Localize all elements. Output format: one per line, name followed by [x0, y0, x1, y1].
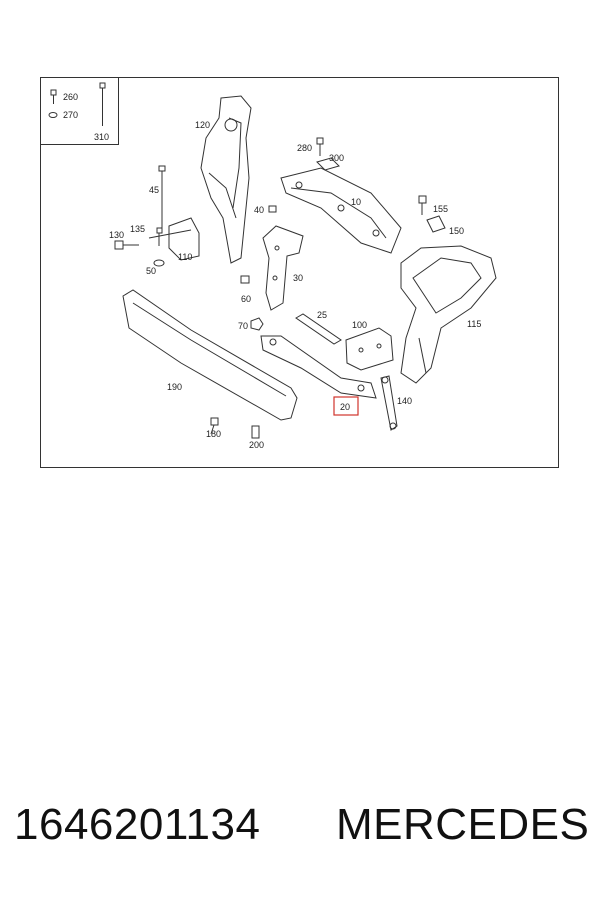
part-120-side-support [200, 95, 252, 264]
callout-200: 200 [249, 440, 264, 450]
part-40-nut [268, 205, 277, 213]
callout-100: 100 [352, 320, 367, 330]
part-70-nut [250, 317, 264, 331]
callout-30: 30 [293, 273, 303, 283]
part-60-spacer [240, 275, 250, 284]
callout-110: 110 [178, 252, 192, 262]
callout-135: 135 [130, 224, 145, 234]
callout-130: 130 [109, 230, 124, 240]
part-25-pin [295, 313, 342, 345]
part-110-mount [148, 217, 200, 261]
callout-155: 155 [433, 204, 448, 214]
long-bolt-310-icon [99, 82, 106, 126]
callout-280: 280 [297, 143, 312, 153]
callout-10: 10 [351, 197, 361, 207]
part-155-bolt [418, 195, 427, 215]
callout-300: 300 [329, 153, 344, 163]
callout-260: 260 [63, 92, 78, 102]
part-115-side-support [400, 245, 497, 384]
part-10-crossmember [280, 167, 402, 254]
callout-310: 310 [94, 132, 109, 142]
callout-115: 115 [467, 319, 481, 329]
part-30-bracket [262, 225, 304, 311]
callout-190: 190 [167, 382, 182, 392]
callout-60: 60 [241, 294, 251, 304]
part-200-sleeve [251, 425, 260, 439]
part-150-clip [426, 215, 446, 233]
callout-40: 40 [254, 205, 264, 215]
callout-25: 25 [317, 310, 327, 320]
callout-20: 20 [340, 402, 350, 412]
part-280-bolt [316, 137, 324, 156]
callout-150: 150 [449, 226, 464, 236]
parts-drawing: 260 270 310 120 280 300 10 45 40 155 150… [48, 82, 497, 450]
bolt-icon [50, 89, 57, 104]
callout-50: 50 [146, 266, 156, 276]
callout-45: 45 [149, 185, 159, 195]
part-45-long-bolt [158, 165, 166, 228]
callout-270: 270 [63, 110, 78, 120]
part-100-mount [345, 327, 394, 371]
part-180-bolt [210, 417, 219, 435]
part-130-bolt [114, 240, 139, 250]
part-number: 1646201134 [14, 800, 261, 849]
part-50-washer [153, 259, 165, 267]
callout-140: 140 [397, 396, 412, 406]
part-20-lower-bar [260, 335, 377, 399]
brand-name: MERCEDES [336, 800, 590, 849]
callout-70: 70 [238, 321, 248, 331]
part-190-bumper-beam [122, 289, 298, 421]
part-300-clip [316, 157, 340, 171]
highlight-box-20 [333, 396, 359, 416]
parts-diagram: 260 270 310 120 280 300 10 45 40 155 150… [40, 77, 559, 468]
part-135-bolt [156, 227, 163, 246]
callout-180: 180 [206, 429, 221, 439]
callout-120: 120 [195, 120, 210, 130]
hardware-legend-box [41, 78, 119, 145]
washer-icon [48, 112, 58, 118]
part-140-strut [380, 375, 398, 431]
